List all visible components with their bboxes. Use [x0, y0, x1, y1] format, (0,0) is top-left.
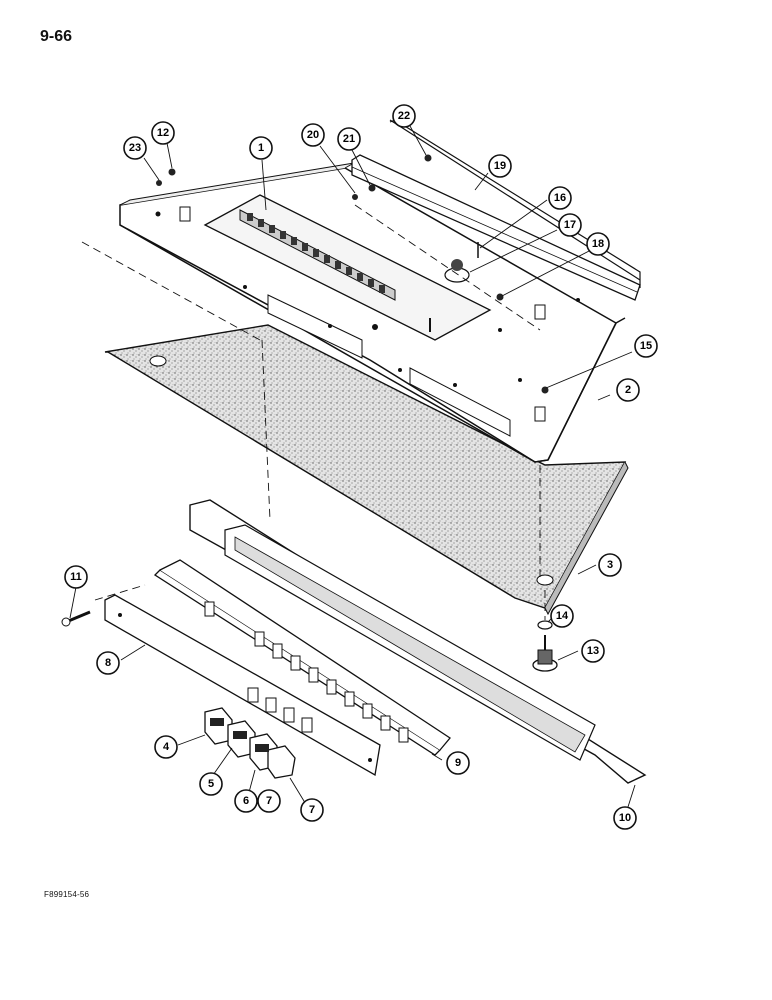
callout-number: 9 [455, 757, 461, 769]
callout-number: 11 [70, 571, 82, 583]
callout-number: 15 [640, 340, 652, 352]
screw [61, 610, 91, 627]
callout-c11: 11 [64, 565, 88, 589]
callout-number: 4 [163, 741, 170, 753]
callout-c9: 9 [446, 751, 470, 775]
callout-number: 1 [258, 142, 264, 154]
callout-number: 19 [494, 160, 506, 172]
callout-c16: 16 [548, 186, 572, 210]
callout-c21: 21 [337, 127, 361, 151]
callout-c10: 10 [613, 806, 637, 830]
alignment-lines [81, 204, 546, 620]
callout-c17: 17 [558, 213, 582, 237]
callout-c5: 5 [199, 772, 223, 796]
lower-bezel [189, 499, 647, 784]
callout-number: 3 [607, 559, 613, 571]
callout-c22: 22 [392, 104, 416, 128]
page-number: 9-66 [40, 28, 73, 45]
callout-c13: 13 [581, 639, 605, 663]
figure-id: F899154-56 [44, 890, 90, 899]
callout-c1: 1 [249, 136, 273, 160]
callout-number: 10 [619, 812, 631, 824]
callout-c4: 4 [154, 735, 178, 759]
callout-number: 5 [208, 778, 214, 790]
callout-number: 12 [157, 127, 169, 139]
callout-number: 16 [554, 192, 566, 204]
callout-number: 20 [307, 129, 319, 141]
callout-c2: 2 [616, 378, 640, 402]
rocker-switches [204, 707, 296, 779]
callout-number: 7 [266, 795, 272, 807]
callout-number: 17 [564, 219, 576, 231]
front-cover [104, 594, 381, 777]
isolator-mount [532, 620, 558, 672]
callout-c23: 23 [123, 136, 147, 160]
callout-c8: 8 [96, 651, 120, 675]
callout-number: 13 [587, 645, 599, 657]
callout-c7a: 7 [257, 789, 281, 813]
callout-number: 18 [592, 238, 604, 250]
switch-plate [153, 559, 451, 756]
callout-c18: 18 [586, 232, 610, 256]
callout-number: 6 [243, 795, 249, 807]
callout-c20: 20 [301, 123, 325, 147]
fasteners [156, 154, 549, 394]
callout-c3: 3 [598, 553, 622, 577]
callout-c15: 15 [634, 334, 658, 358]
callout-c12: 12 [151, 121, 175, 145]
callout-number: 21 [343, 133, 355, 145]
callout-c6: 6 [234, 789, 258, 813]
mat-panel [104, 324, 629, 616]
callout-number: 22 [398, 110, 410, 122]
callout-number: 23 [129, 142, 141, 154]
terminal-block [203, 194, 492, 341]
callout-c14: 14 [550, 604, 574, 628]
callout-number: 2 [625, 384, 631, 396]
callout-number: 14 [556, 610, 569, 622]
callout-c19: 19 [488, 154, 512, 178]
callout-number: 7 [309, 804, 315, 816]
callout-c7b: 7 [300, 798, 324, 822]
leader-lines [69, 125, 636, 811]
callout-number: 8 [105, 657, 111, 669]
